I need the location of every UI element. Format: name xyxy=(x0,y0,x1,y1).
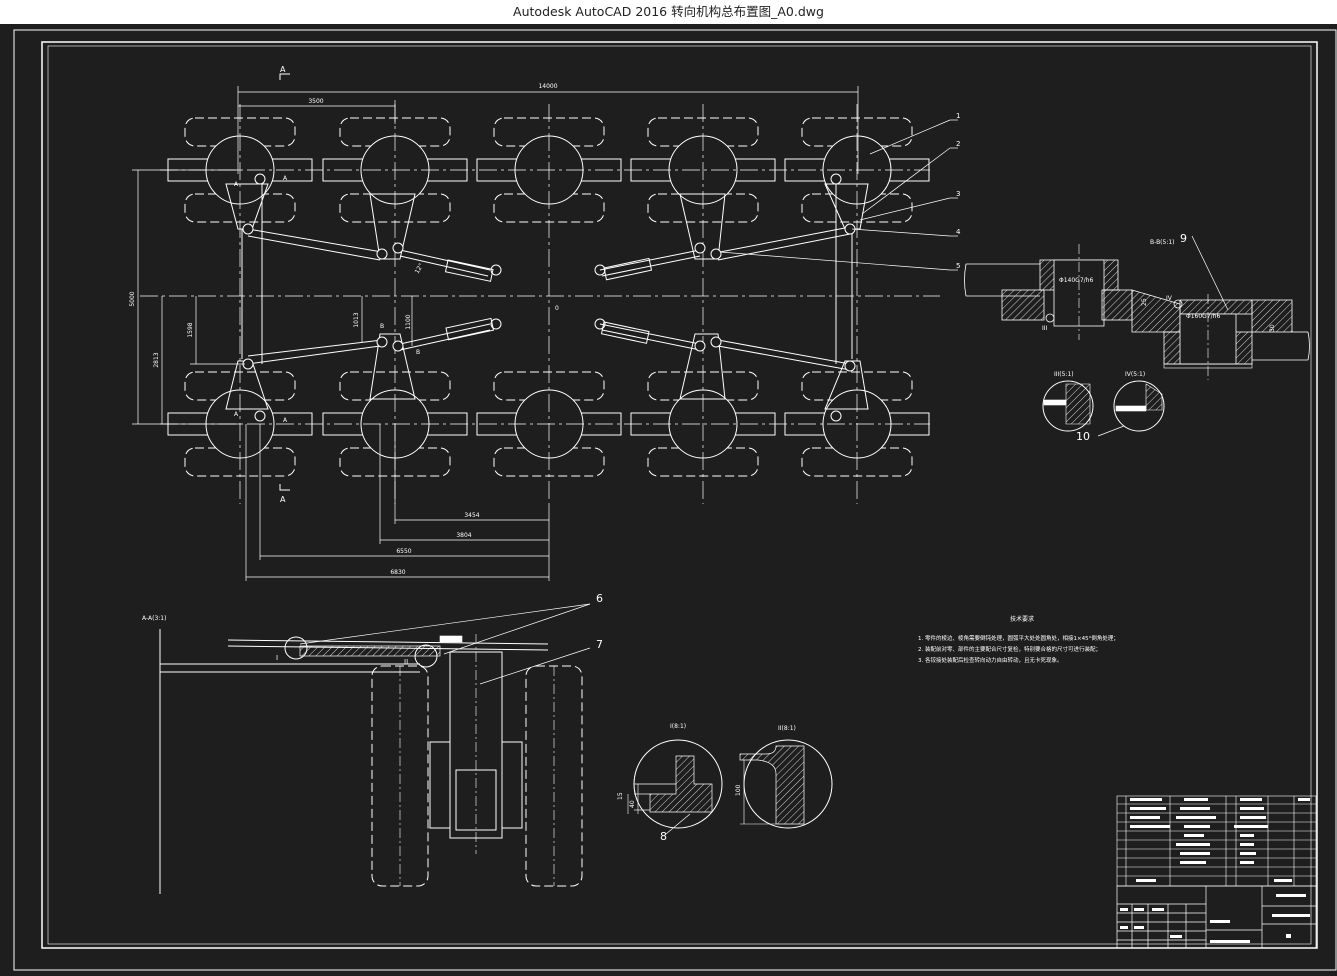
section-mark-b2: B xyxy=(416,349,420,356)
section-mark-a-left2: A xyxy=(234,411,239,418)
tech-req-line-1: 1. 零件的棱边、棱角需要倒钝处理，圆弧平大处处圆角处，相接1×45°倒角处理； xyxy=(918,634,1119,642)
section-mark-a-bottom: A xyxy=(280,495,286,504)
detail-views-iii-iv[interactable]: III(5:1) IV(5:1) 10 xyxy=(1042,371,1165,443)
mark-i: I xyxy=(276,654,278,662)
section-mark-a-left1: A xyxy=(234,181,239,188)
detail-dim-40: 40 xyxy=(629,800,636,808)
mark-iv: IV xyxy=(1166,295,1173,302)
tech-req-line-3: 3. 各铰接处装配后检查转向动力自由转动，且无卡死现象。 xyxy=(918,656,1063,664)
drawing-border xyxy=(13,29,1337,971)
bb-fit-160: Φ160G7/h6 xyxy=(1186,313,1220,320)
section-view-bb[interactable]: B-B(5:1) Φ140G7/h6 Φ160G7/h6 25 30 III I… xyxy=(964,232,1310,380)
bb-dim-30: 30 xyxy=(1269,324,1276,332)
dim-5000: 5000 xyxy=(129,291,136,306)
detail-iii-label: III(5:1) xyxy=(1054,371,1074,378)
parts-list[interactable] xyxy=(1116,795,1317,887)
bb-fit-140: Φ140G7/h6 xyxy=(1059,277,1093,284)
aa-title: A-A(3:1) xyxy=(142,615,166,622)
section-mark-a-right1: A xyxy=(283,175,288,182)
drawing-canvas[interactable]: 14000 3500 5000 2813 1598 1013 1100 3454… xyxy=(0,24,1337,972)
dim-14000: 14000 xyxy=(538,83,557,90)
callout-5: 5 xyxy=(956,262,960,270)
callout-2: 2 xyxy=(956,140,960,148)
callout-4: 4 xyxy=(956,228,961,236)
detail-ii-label: II(8:1) xyxy=(778,725,796,732)
mark-ii: II xyxy=(404,658,408,666)
callout-1: 1 xyxy=(956,112,960,120)
tech-req-line-2: 2. 装配前对零、部件的主要配合尺寸复检，特别要合格的尺寸可进行装配； xyxy=(918,645,1101,653)
callout-10: 10 xyxy=(1076,430,1090,443)
plan-view[interactable]: 14000 3500 5000 2813 1598 1013 1100 3454… xyxy=(129,65,961,581)
bb-title: B-B(5:1) xyxy=(1150,239,1175,246)
dim-3454: 3454 xyxy=(464,512,479,519)
dim-angle: 12° xyxy=(414,262,425,275)
dim-6830: 6830 xyxy=(390,569,405,576)
callout-9: 9 xyxy=(1180,232,1187,245)
detail-views-i-ii[interactable]: I(8:1) II(8:1) 15 40 100 8 xyxy=(617,723,833,843)
title-block[interactable] xyxy=(1116,885,1317,949)
section-mark-a-top: A xyxy=(280,65,286,74)
dim-1598: 1598 xyxy=(187,322,194,337)
dim-1013: 1013 xyxy=(353,312,360,327)
dim-2813: 2813 xyxy=(153,352,160,367)
mark-iii: III xyxy=(1042,325,1048,332)
callout-7: 7 xyxy=(596,638,603,651)
detail-iv-label: IV(5:1) xyxy=(1125,371,1145,378)
dim-origin: 0 xyxy=(555,305,559,312)
dim-1100: 1100 xyxy=(405,314,412,329)
dim-3500: 3500 xyxy=(308,98,323,105)
detail-i-label: I(8:1) xyxy=(670,723,686,730)
technical-requirements: 技术要求 1. 零件的棱边、棱角需要倒钝处理，圆弧平大处处圆角处，相接1×45°… xyxy=(918,615,1119,664)
section-view-aa[interactable]: A-A(3:1) I II 6 7 xyxy=(142,592,603,894)
detail-dim-15: 15 xyxy=(617,792,624,800)
bb-dim-25: 25 xyxy=(1141,298,1148,306)
tech-req-title: 技术要求 xyxy=(1010,615,1034,623)
cad-drawing[interactable]: 14000 3500 5000 2813 1598 1013 1100 3454… xyxy=(0,24,1337,972)
section-mark-a-right2: A xyxy=(283,417,288,424)
detail-dim-100: 100 xyxy=(735,784,742,796)
callout-3: 3 xyxy=(956,190,960,198)
section-mark-b1: B xyxy=(380,323,384,330)
callout-8: 8 xyxy=(660,830,667,843)
dim-6550: 6550 xyxy=(396,548,411,555)
callout-6: 6 xyxy=(596,592,603,605)
dim-3804: 3804 xyxy=(456,532,471,539)
window-title: Autodesk AutoCAD 2016 转向机构总布置图_A0.dwg xyxy=(0,0,1337,24)
